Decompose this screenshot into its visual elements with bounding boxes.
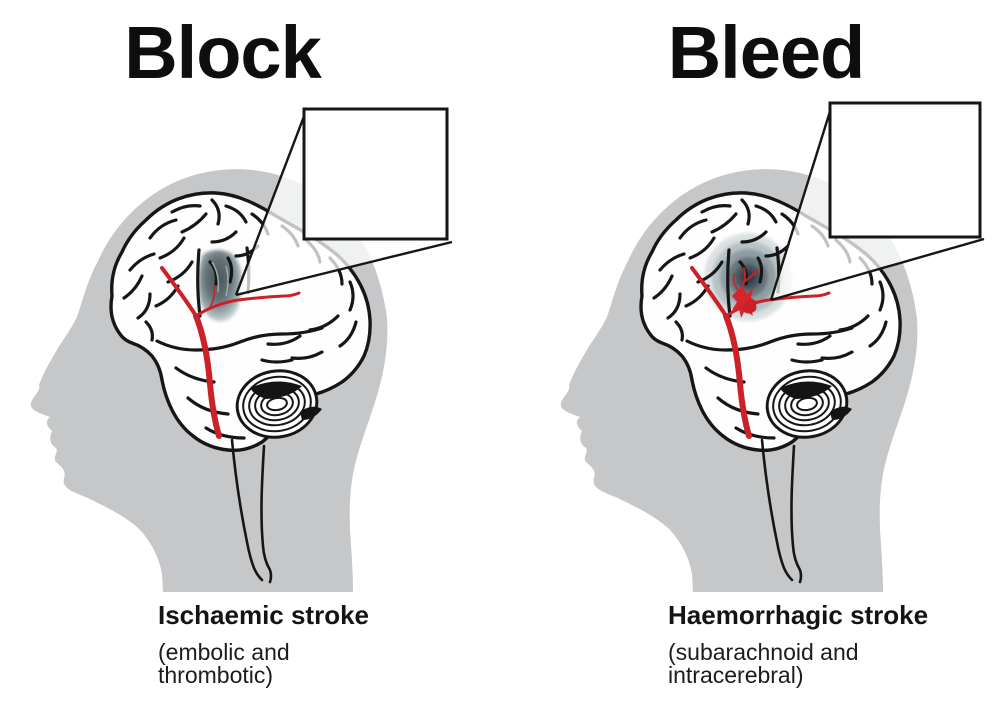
zoom-line [235, 240, 453, 297]
ischaemic-stroke-label: Ischaemic stroke [158, 600, 370, 630]
haemorrhagic-stroke-label: Haemorrhagic stroke [668, 600, 929, 630]
bleed-panel-graphic [560, 101, 985, 592]
zoom-line [770, 237, 985, 302]
zoom-line [234, 110, 308, 296]
haemorrhagic-stroke-subtypes: (subarachnoid and intracerebral) [668, 639, 859, 688]
zoom-line [769, 104, 834, 301]
block-panel-graphic [30, 107, 453, 592]
bleed-title: Bleed [667, 11, 866, 94]
ischaemic-stroke-subtypes: (embolic and thrombotic) [158, 639, 290, 688]
ruptured-artery-inset [828, 101, 982, 239]
block-title: Block [124, 11, 322, 94]
blocked-artery-inset [302, 107, 449, 241]
